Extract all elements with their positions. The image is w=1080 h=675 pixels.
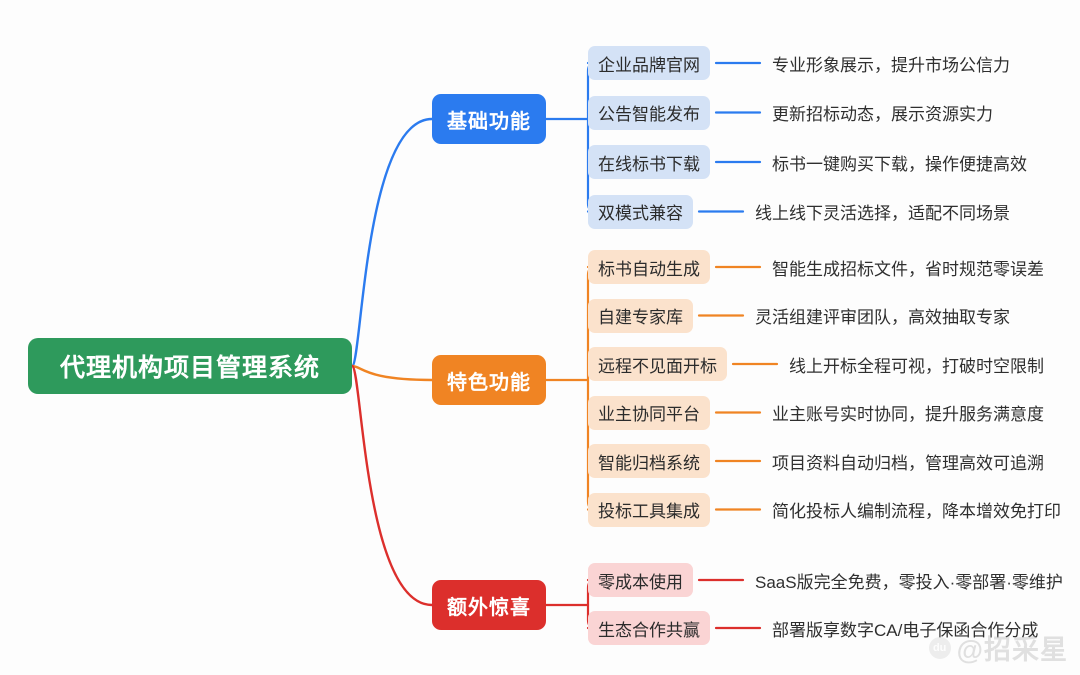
leaf-node[interactable]: 智能归档系统 — [588, 444, 710, 478]
leaf-node-label: 自建专家库 — [598, 308, 683, 327]
leaf-description: 简化投标人编制流程，降本增效免打印 — [772, 502, 1061, 521]
leaf-description: 线上线下灵活选择，适配不同场景 — [755, 204, 1010, 223]
leaf-node[interactable]: 远程不见面开标 — [588, 347, 727, 381]
leaf-description: SaaS版完全免费，零投入·零部署·零维护 — [755, 572, 1063, 592]
leaf-node-label: 远程不见面开标 — [598, 356, 717, 376]
leaf-node-label: 投标工具集成 — [598, 502, 700, 521]
leaf-node[interactable]: 公告智能发布 — [588, 95, 710, 130]
leaf-node-label: 企业品牌官网 — [598, 55, 700, 75]
leaf-description: 智能生成招标文件，省时规范零误差 — [772, 259, 1044, 279]
root-node[interactable]: 代理机构项目管理系统 — [28, 338, 352, 394]
branch-node-featured-label: 特色功能 — [447, 371, 531, 394]
leaf-node-label: 智能归档系统 — [598, 453, 700, 473]
leaf-node[interactable]: 零成本使用 — [588, 563, 693, 597]
leaf-node[interactable]: 自建专家库 — [588, 298, 693, 333]
leaf-node-label: 生态合作共赢 — [598, 620, 700, 640]
leaf-description: 线上开标全程可视，打破时空限制 — [789, 356, 1044, 376]
branch-node-basic-label: 基础功能 — [447, 110, 531, 133]
branch-node-basic[interactable]: 基础功能 — [432, 94, 546, 144]
leaf-node-label: 标书自动生成 — [598, 259, 700, 279]
branch-node-featured[interactable]: 特色功能 — [432, 355, 546, 405]
leaf-node[interactable]: 标书自动生成 — [588, 250, 710, 284]
leaf-description: 灵活组建评审团队，高效抽取专家 — [755, 308, 1010, 327]
branch-node-bonus-label: 额外惊喜 — [447, 596, 531, 619]
leaf-node[interactable]: 企业品牌官网 — [588, 46, 710, 80]
leaf-node-label: 业主协同平台 — [598, 405, 700, 424]
leaf-description: 业主账号实时协同，提升服务满意度 — [772, 405, 1044, 424]
leaf-node[interactable]: 生态合作共赢 — [588, 611, 710, 645]
leaf-description: 专业形象展示，提升市场公信力 — [772, 55, 1010, 75]
leaf-node[interactable]: 业主协同平台 — [588, 395, 710, 430]
leaf-node-label: 双模式兼容 — [598, 204, 683, 223]
leaf-node[interactable]: 在线标书下载 — [588, 145, 710, 179]
leaf-node-label: 在线标书下载 — [598, 154, 700, 174]
leaf-description: 项目资料自动归档，管理高效可追溯 — [772, 453, 1044, 473]
branch-node-bonus[interactable]: 额外惊喜 — [432, 580, 546, 630]
leaf-node[interactable]: 双模式兼容 — [588, 194, 693, 229]
leaf-node-label: 零成本使用 — [598, 572, 683, 592]
root-node-label: 代理机构项目管理系统 — [59, 354, 320, 382]
leaf-description: 更新招标动态，展示资源实力 — [772, 105, 993, 124]
leaf-description: 部署版享数字CA/电子保函合作分成 — [772, 620, 1039, 640]
leaf-node-label: 公告智能发布 — [598, 105, 700, 124]
leaf-description: 标书一键购买下载，操作便捷高效 — [772, 154, 1027, 174]
leaf-node[interactable]: 投标工具集成 — [588, 492, 710, 527]
